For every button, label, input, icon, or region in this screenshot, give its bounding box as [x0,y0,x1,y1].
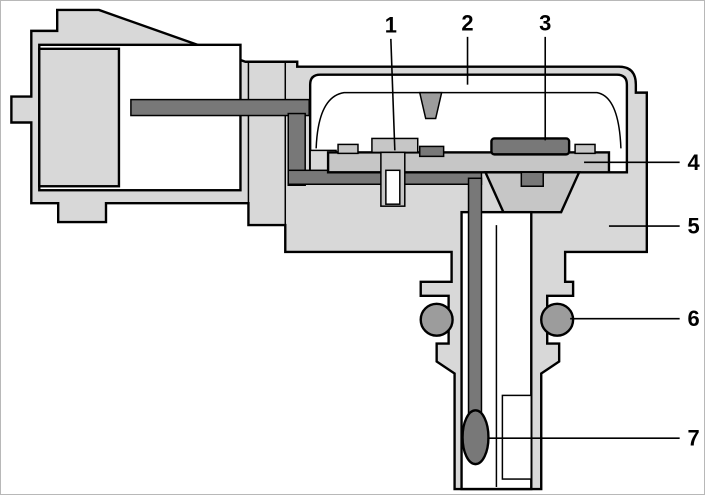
sensor-chip [418,145,445,158]
callout-line-1 [390,38,396,151]
cover-inner-wall [315,91,622,149]
measuring-cell [483,171,581,214]
cover-nub [418,91,443,120]
carrier-bump-right [574,143,596,155]
temperature-probe [461,177,490,466]
callout-label-1: 1 [385,12,397,37]
callout-label-5: 5 [688,214,700,239]
bore-inner-sleeve [501,394,533,480]
pressure-cell-element [490,137,571,156]
measuring-cell-core [520,171,544,187]
callout-label-3: 3 [539,10,551,35]
callout-label-6: 6 [688,306,700,331]
connector-tongue [38,47,121,188]
callout-label-4: 4 [688,150,701,175]
temperature-probe-bulb [461,409,490,466]
o-ring-left [419,302,454,337]
probe-wire [467,177,483,423]
o-ring-right [540,302,575,337]
callout-label-2: 2 [461,10,473,35]
callout-label-7: 7 [688,426,700,451]
carrier-bump-left [337,143,359,155]
